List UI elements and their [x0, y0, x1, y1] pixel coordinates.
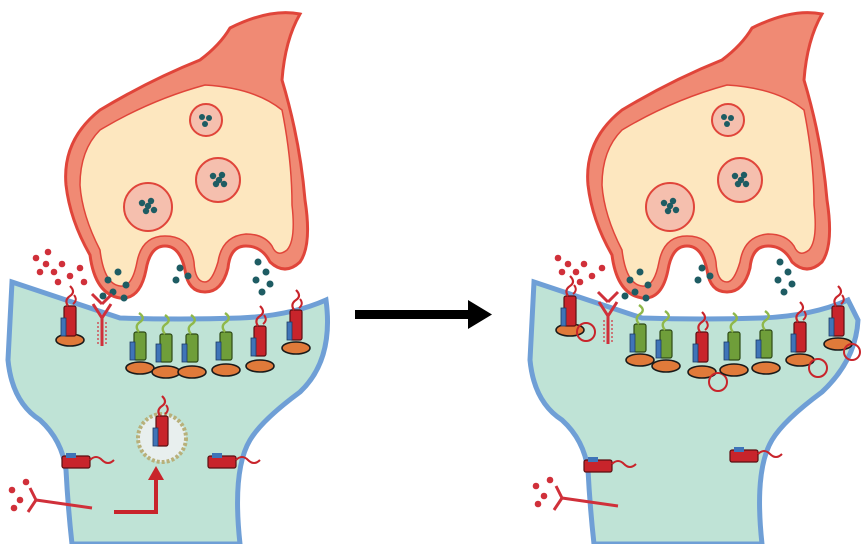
- panel-before: [8, 13, 328, 544]
- red-ligand-cluster: [555, 255, 606, 286]
- panel-after: [530, 13, 860, 544]
- vesicle-icon: [196, 158, 240, 202]
- vesicle-icon: [124, 183, 172, 231]
- red-ligand-cluster: [33, 249, 88, 286]
- vesicle-icon: [718, 158, 762, 202]
- transition-arrow-icon: [355, 300, 492, 329]
- red-ligand-cluster: [533, 477, 554, 508]
- vesicle-icon: [712, 104, 744, 136]
- postsynaptic-terminal: [530, 282, 858, 544]
- vesicle-icon: [646, 183, 694, 231]
- vesicle-icon: [190, 104, 222, 136]
- red-ligand-cluster: [9, 479, 30, 512]
